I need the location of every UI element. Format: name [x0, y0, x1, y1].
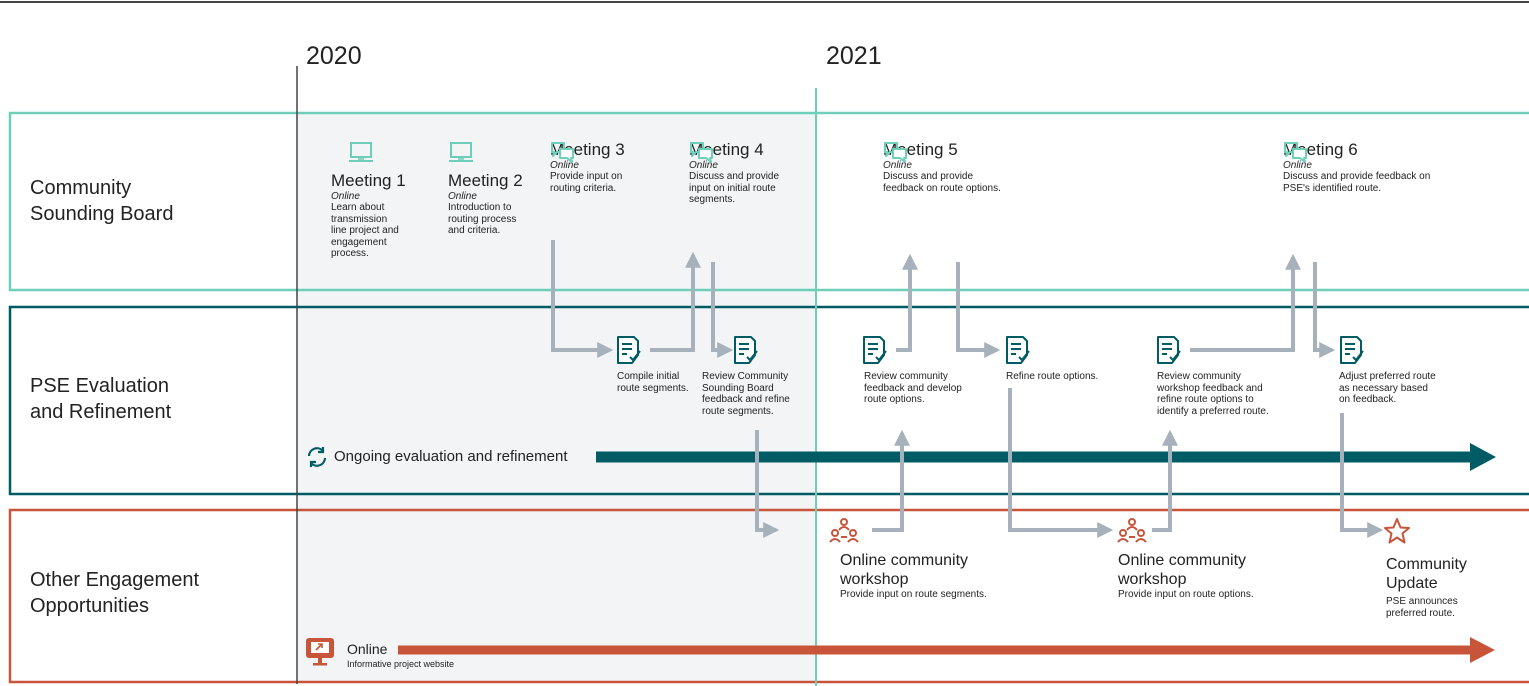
meeting-3: Meeting 3 Online Provide input on routin…: [550, 140, 660, 194]
meeting-mode: Online: [1283, 160, 1312, 171]
step-4-desc: Refine route options.: [1006, 371, 1099, 382]
ongoing-label: Ongoing evaluation and refinement: [334, 448, 568, 465]
step-3-desc: Review community feedback and develop ro…: [864, 371, 962, 405]
meeting-mode: Online: [448, 191, 477, 202]
connector-step1-to-m4: [650, 251, 701, 352]
workshop-1: Online community workshop Provide input …: [840, 551, 987, 600]
workshop-title: Online community workshop: [840, 552, 969, 588]
meeting-desc: Learn about transmission line project an…: [331, 202, 399, 259]
step-2-desc: Review Community Sounding Board feedback…: [702, 371, 790, 417]
meeting-mode: Online: [883, 160, 912, 171]
chat-icon: [551, 142, 574, 163]
year-2020-shade: [297, 113, 816, 682]
ongoing-arrow-head: [1470, 443, 1496, 471]
lane-box-other: [8, 508, 1529, 684]
workshop-desc: Provide input on route options.: [1118, 589, 1254, 600]
update-desc: PSE announces preferred route.: [1386, 596, 1458, 619]
connector-step2-to-workshop1: [755, 430, 780, 538]
meeting-desc: Discuss and provide feedback on route op…: [883, 171, 1001, 194]
chat-icon: [690, 142, 713, 163]
meeting-5: Meeting 5 Online Discuss and provide fee…: [883, 140, 1053, 194]
step-5-desc: Review community workshop feedback and r…: [1157, 371, 1269, 417]
meeting-mode: Online: [550, 160, 579, 171]
lane-label-community: Community Sounding Board: [30, 177, 174, 225]
meeting-1: Meeting 1 Online Learn about transmissio…: [331, 140, 441, 260]
meeting-desc: Discuss and provide input on initial rou…: [689, 171, 780, 205]
meeting-desc: Provide input on routing criteria.: [550, 171, 623, 194]
website-arrow-head: [1470, 637, 1495, 663]
year-2021-label: 2021: [826, 42, 882, 70]
chat-icon: [884, 142, 907, 163]
workshop-2: Online community workshop Provide input …: [1118, 551, 1254, 600]
connector-step6-to-update: [1340, 413, 1384, 538]
meeting-title: Meeting 1: [331, 171, 406, 190]
step-1-desc: Compile initial route segments.: [617, 371, 689, 394]
meeting-2: Meeting 2 Online Introduction to routing…: [448, 140, 548, 237]
workshop-title: Online community workshop: [1118, 552, 1247, 588]
meeting-mode: Online: [331, 191, 360, 202]
meeting-title: Meeting 6: [1283, 140, 1358, 159]
connector-step4-to-workshop2: [1008, 388, 1114, 538]
website-label: Online: [347, 641, 388, 657]
meeting-title: Meeting 2: [448, 171, 523, 190]
meeting-4: Meeting 4 Online Discuss and provide inp…: [689, 140, 809, 206]
meeting-6: Meeting 6 Online Discuss and provide fee…: [1283, 140, 1483, 194]
community-update: Community Update PSE announces preferred…: [1386, 555, 1467, 619]
update-title: Community Update: [1386, 556, 1467, 592]
lane-box-pse: [8, 305, 1529, 496]
laptop-icon: [449, 142, 473, 162]
meeting-mode: Online: [689, 160, 718, 171]
meeting-desc: Introduction to routing process and crit…: [448, 202, 517, 236]
laptop-icon: [349, 142, 373, 162]
connector-m4-to-step2: [711, 262, 734, 358]
connector-m5-to-step4: [956, 262, 1001, 358]
lane-box-community: [8, 111, 1529, 292]
lane-label-pse: PSE Evaluation and Refinement: [30, 375, 172, 423]
website-desc: Informative project website: [347, 659, 455, 669]
connector-m6-to-step6: [1313, 262, 1336, 358]
year-2020-label: 2020: [306, 42, 362, 70]
lane-label-other: Other Engagement Opportunities: [30, 569, 199, 617]
workshop-desc: Provide input on route segments.: [840, 589, 987, 600]
connector-m3-to-step1: [551, 240, 614, 358]
chat-icon: [1284, 142, 1307, 163]
step-6-desc: Adjust preferred route as necessary base…: [1339, 371, 1436, 405]
connector-workshop1-to-step3: [872, 429, 910, 532]
meeting-desc: Discuss and provide feedback on PSE's id…: [1283, 171, 1431, 194]
connector-step5-to-m6: [1190, 253, 1301, 352]
connector-workshop2-to-step5: [1152, 429, 1178, 532]
connector-step3-to-m5: [896, 253, 918, 352]
